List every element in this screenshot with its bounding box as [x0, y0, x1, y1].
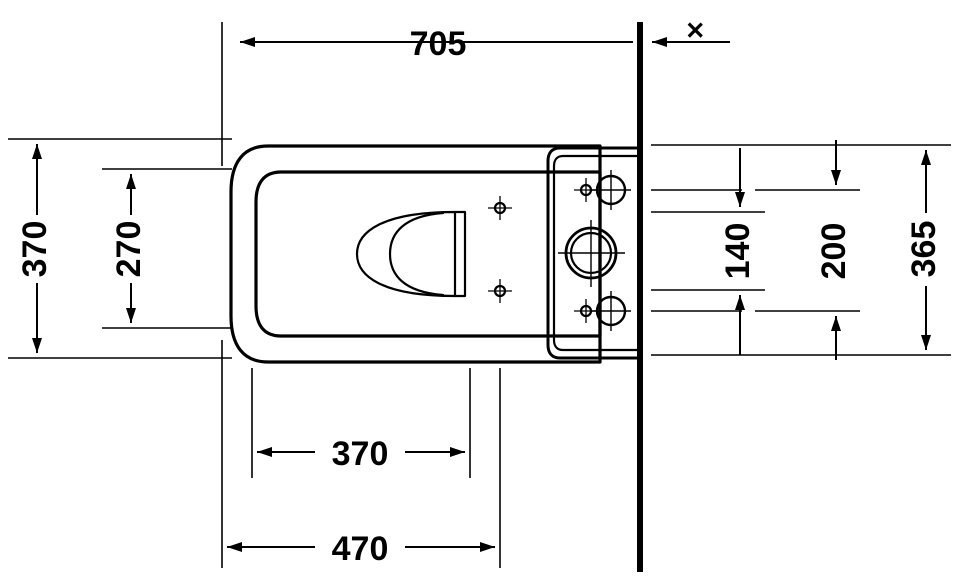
cistern-outline-inner: [552, 154, 643, 352]
bowl-outer-outline: [229, 144, 602, 364]
dim-365-label: 365: [905, 221, 943, 278]
cistern-holes-group: [558, 170, 631, 331]
dim-705-label: 705: [410, 25, 467, 63]
dimension-705: 705: [240, 25, 633, 63]
dimension-370-left: 370: [16, 144, 54, 353]
toilet-bowl-group: [229, 144, 602, 364]
bowl-inner-outline: [254, 170, 602, 338]
dimension-140-right: 140: [719, 148, 757, 355]
cistern-outline: [546, 146, 643, 360]
dimension-470-bottom: 470: [227, 530, 495, 568]
cistern-group: [546, 146, 643, 360]
extension-lines-group: [8, 22, 951, 568]
dim-470-bottom-label: 470: [332, 530, 389, 568]
bowl-outlet-notch: [453, 210, 467, 298]
dimension-x-marker: ✕: [652, 20, 730, 47]
dimension-270-left: 270: [110, 174, 148, 323]
dimension-200-right: 200: [815, 140, 853, 360]
dim-x-label: ✕: [683, 20, 710, 40]
dim-200-label: 200: [815, 223, 853, 280]
dim-270-left-label: 270: [110, 221, 148, 278]
floor-fixing-points-group: [488, 196, 512, 303]
dim-140-label: 140: [719, 223, 757, 280]
dimension-370-bottom: 370: [257, 435, 465, 473]
dim-370-left-label: 370: [16, 221, 54, 278]
bowl-water-area: [355, 210, 457, 298]
dim-370-bottom-label: 370: [332, 435, 389, 473]
bowl-water-inner-lip: [388, 211, 445, 297]
dimension-365-right: 365: [905, 150, 943, 350]
